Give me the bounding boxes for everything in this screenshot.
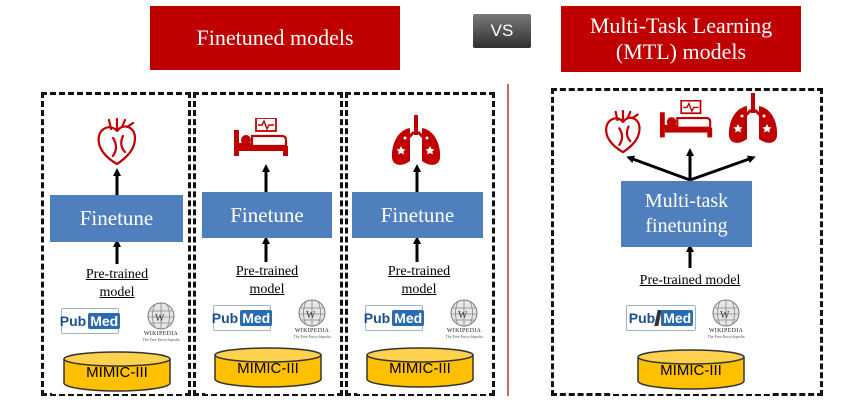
mtl-panel	[551, 88, 823, 396]
finetune-box-3: Finetune	[352, 192, 483, 238]
wikipedia-logo-mtl: W WIKIPEDIA The Free Encyclopedia	[706, 298, 746, 339]
wikipedia-globe-icon: W	[147, 302, 175, 330]
mtl-hospital-bed-icon	[658, 99, 716, 145]
svg-text:W: W	[458, 310, 468, 321]
mtl-heart-icon	[601, 108, 645, 161]
wikipedia-logo-1: W WIKIPEDIA The Free Encyclopedia	[141, 301, 181, 342]
database-icon	[637, 349, 745, 390]
wikipedia-logo-3: W WIKIPEDIA The Free Encyclopedia	[444, 298, 484, 339]
wikipedia-logo-2: W WIKIPEDIA The Free Encyclopedia	[292, 298, 332, 339]
wikipedia-globe-icon: W	[450, 299, 478, 327]
mimic-db-3: MIMIC-III	[365, 346, 475, 388]
mimic-db-2: MIMIC-III	[213, 346, 323, 388]
vs-divider	[507, 84, 509, 396]
multi-task-finetuning-box: Multi-task finetuning	[621, 181, 752, 247]
wikipedia-globe-icon: W	[298, 299, 326, 327]
finetune-box-2: Finetune	[202, 192, 332, 238]
mimic-db-1: MIMIC-III	[62, 350, 172, 392]
finetuned-models-banner: Finetuned models	[150, 6, 400, 70]
wikipedia-globe-icon: W	[712, 299, 740, 327]
pretrained-label-3: Pre-trained model	[387, 264, 451, 298]
svg-text:W: W	[155, 313, 165, 324]
mtl-lungs-icon	[725, 92, 781, 153]
finetuned-panel-3	[345, 92, 495, 396]
finetune-box-1: Finetune	[50, 195, 183, 242]
finetuned-panel-2	[193, 92, 343, 396]
database-icon	[63, 351, 171, 392]
finetuned-panel-1	[41, 92, 191, 396]
database-icon	[214, 347, 322, 388]
mtl-title-line2: (MTL) models	[615, 39, 747, 64]
pretrained-label-mtl: Pre-trained model	[639, 273, 741, 288]
hospital-bed-icon	[232, 117, 292, 163]
mimic-db-mtl: MIMIC-III	[636, 348, 746, 390]
heart-icon	[93, 116, 141, 173]
mtl-models-banner: Multi-Task Learning (MTL) models	[561, 6, 801, 72]
mtl-title-line1: Multi-Task Learning	[589, 12, 773, 38]
pretrained-label-2: Pre-trained model	[235, 264, 299, 298]
lungs-icon	[388, 114, 444, 175]
svg-text:W: W	[720, 310, 730, 321]
svg-text:W: W	[306, 310, 316, 321]
vs-badge: VS	[473, 14, 531, 48]
finetuned-models-title: Finetuned models	[196, 24, 354, 50]
database-icon	[366, 347, 474, 388]
pretrained-label-1: Pre-trained model	[85, 267, 149, 301]
